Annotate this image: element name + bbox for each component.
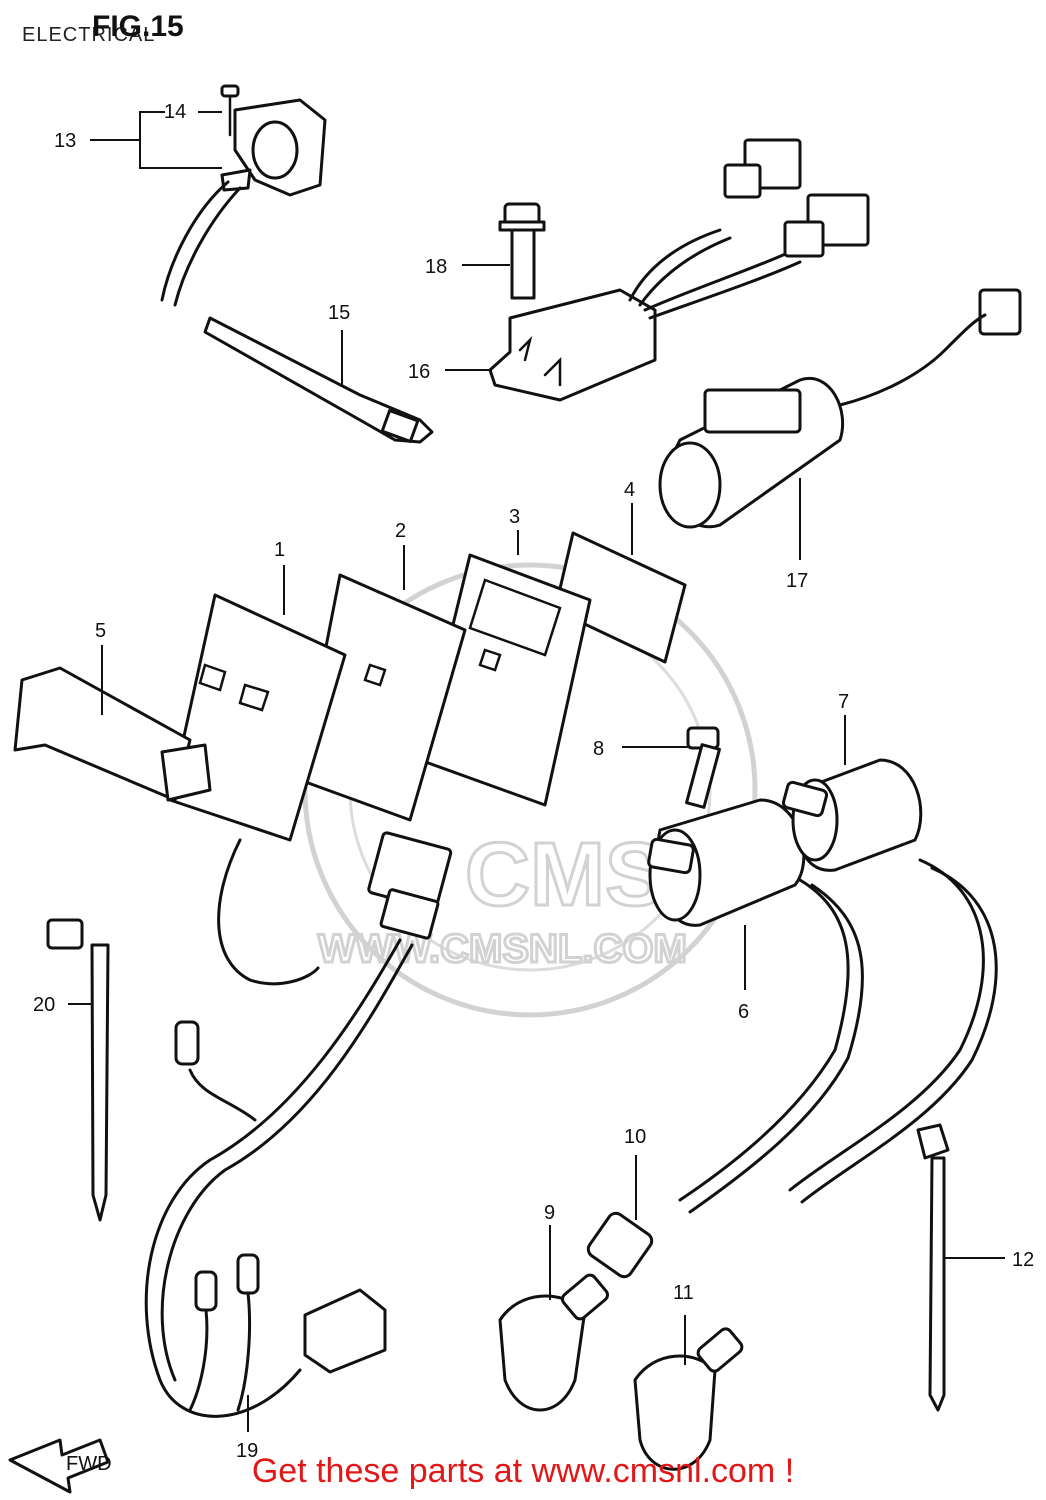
diagram-title: FIG.15	[92, 10, 184, 43]
plug-cap-11	[633, 1327, 744, 1471]
fwd-arrow-icon: FWD	[8, 1438, 112, 1494]
watermark: CMS WWW.CMSNL.COM	[302, 562, 758, 1018]
title-block: ELECTRICAL FIG.15	[20, 6, 280, 46]
callouts: 1 2 3 4 5 6 7 8 9 10 11 12 13 14 15 16 1…	[33, 101, 1034, 1462]
cable-tie-12	[916, 1123, 950, 1412]
fwd-label: FWD	[66, 1453, 112, 1475]
callout-18: 18	[425, 256, 447, 278]
callout-16: 16	[408, 361, 430, 383]
bolt-18	[498, 202, 546, 300]
callout-10: 10	[624, 1126, 646, 1148]
watermark-logo-text: CMS	[465, 825, 665, 925]
bolt-8	[685, 726, 721, 809]
callout-2: 2	[395, 520, 406, 542]
callout-12: 12	[1012, 1249, 1034, 1271]
watermark-url-text: WWW.CMSNL.COM	[318, 927, 687, 971]
handlebar-switch	[160, 84, 327, 307]
callout-5: 5	[95, 620, 106, 642]
callout-20: 20	[33, 994, 55, 1016]
relay-unit	[488, 138, 870, 402]
callout-1: 1	[274, 539, 285, 561]
callout-13: 13	[54, 130, 76, 152]
plug-cap-9-10	[498, 1211, 654, 1412]
rubber-strap-5	[13, 666, 212, 802]
wiring-harness-19	[144, 831, 453, 1418]
callout-19: 19	[236, 1440, 258, 1462]
module-4	[553, 531, 687, 664]
callout-17: 17	[786, 570, 808, 592]
callout-14: 14	[164, 101, 186, 123]
callout-4: 4	[624, 479, 635, 501]
callout-6: 6	[738, 1001, 749, 1023]
unit-1	[168, 593, 347, 986]
callout-3: 3	[509, 506, 520, 528]
callout-7: 7	[838, 691, 849, 713]
callout-9: 9	[544, 1202, 555, 1224]
diagram-subtitle: ELECTRICAL	[22, 24, 156, 46]
condenser-17	[658, 288, 1022, 529]
sensor-20	[46, 918, 110, 1222]
callout-11: 11	[673, 1282, 694, 1304]
ignition-coil-7	[781, 758, 998, 1204]
ignition-coil-6	[647, 798, 864, 1214]
leader-lines	[68, 111, 1005, 1432]
callout-15: 15	[328, 302, 350, 324]
cable-tie	[203, 316, 434, 444]
footer-link[interactable]: Get these parts at www.cmsnl.com !	[251, 1452, 795, 1490]
callout-8: 8	[593, 738, 604, 760]
